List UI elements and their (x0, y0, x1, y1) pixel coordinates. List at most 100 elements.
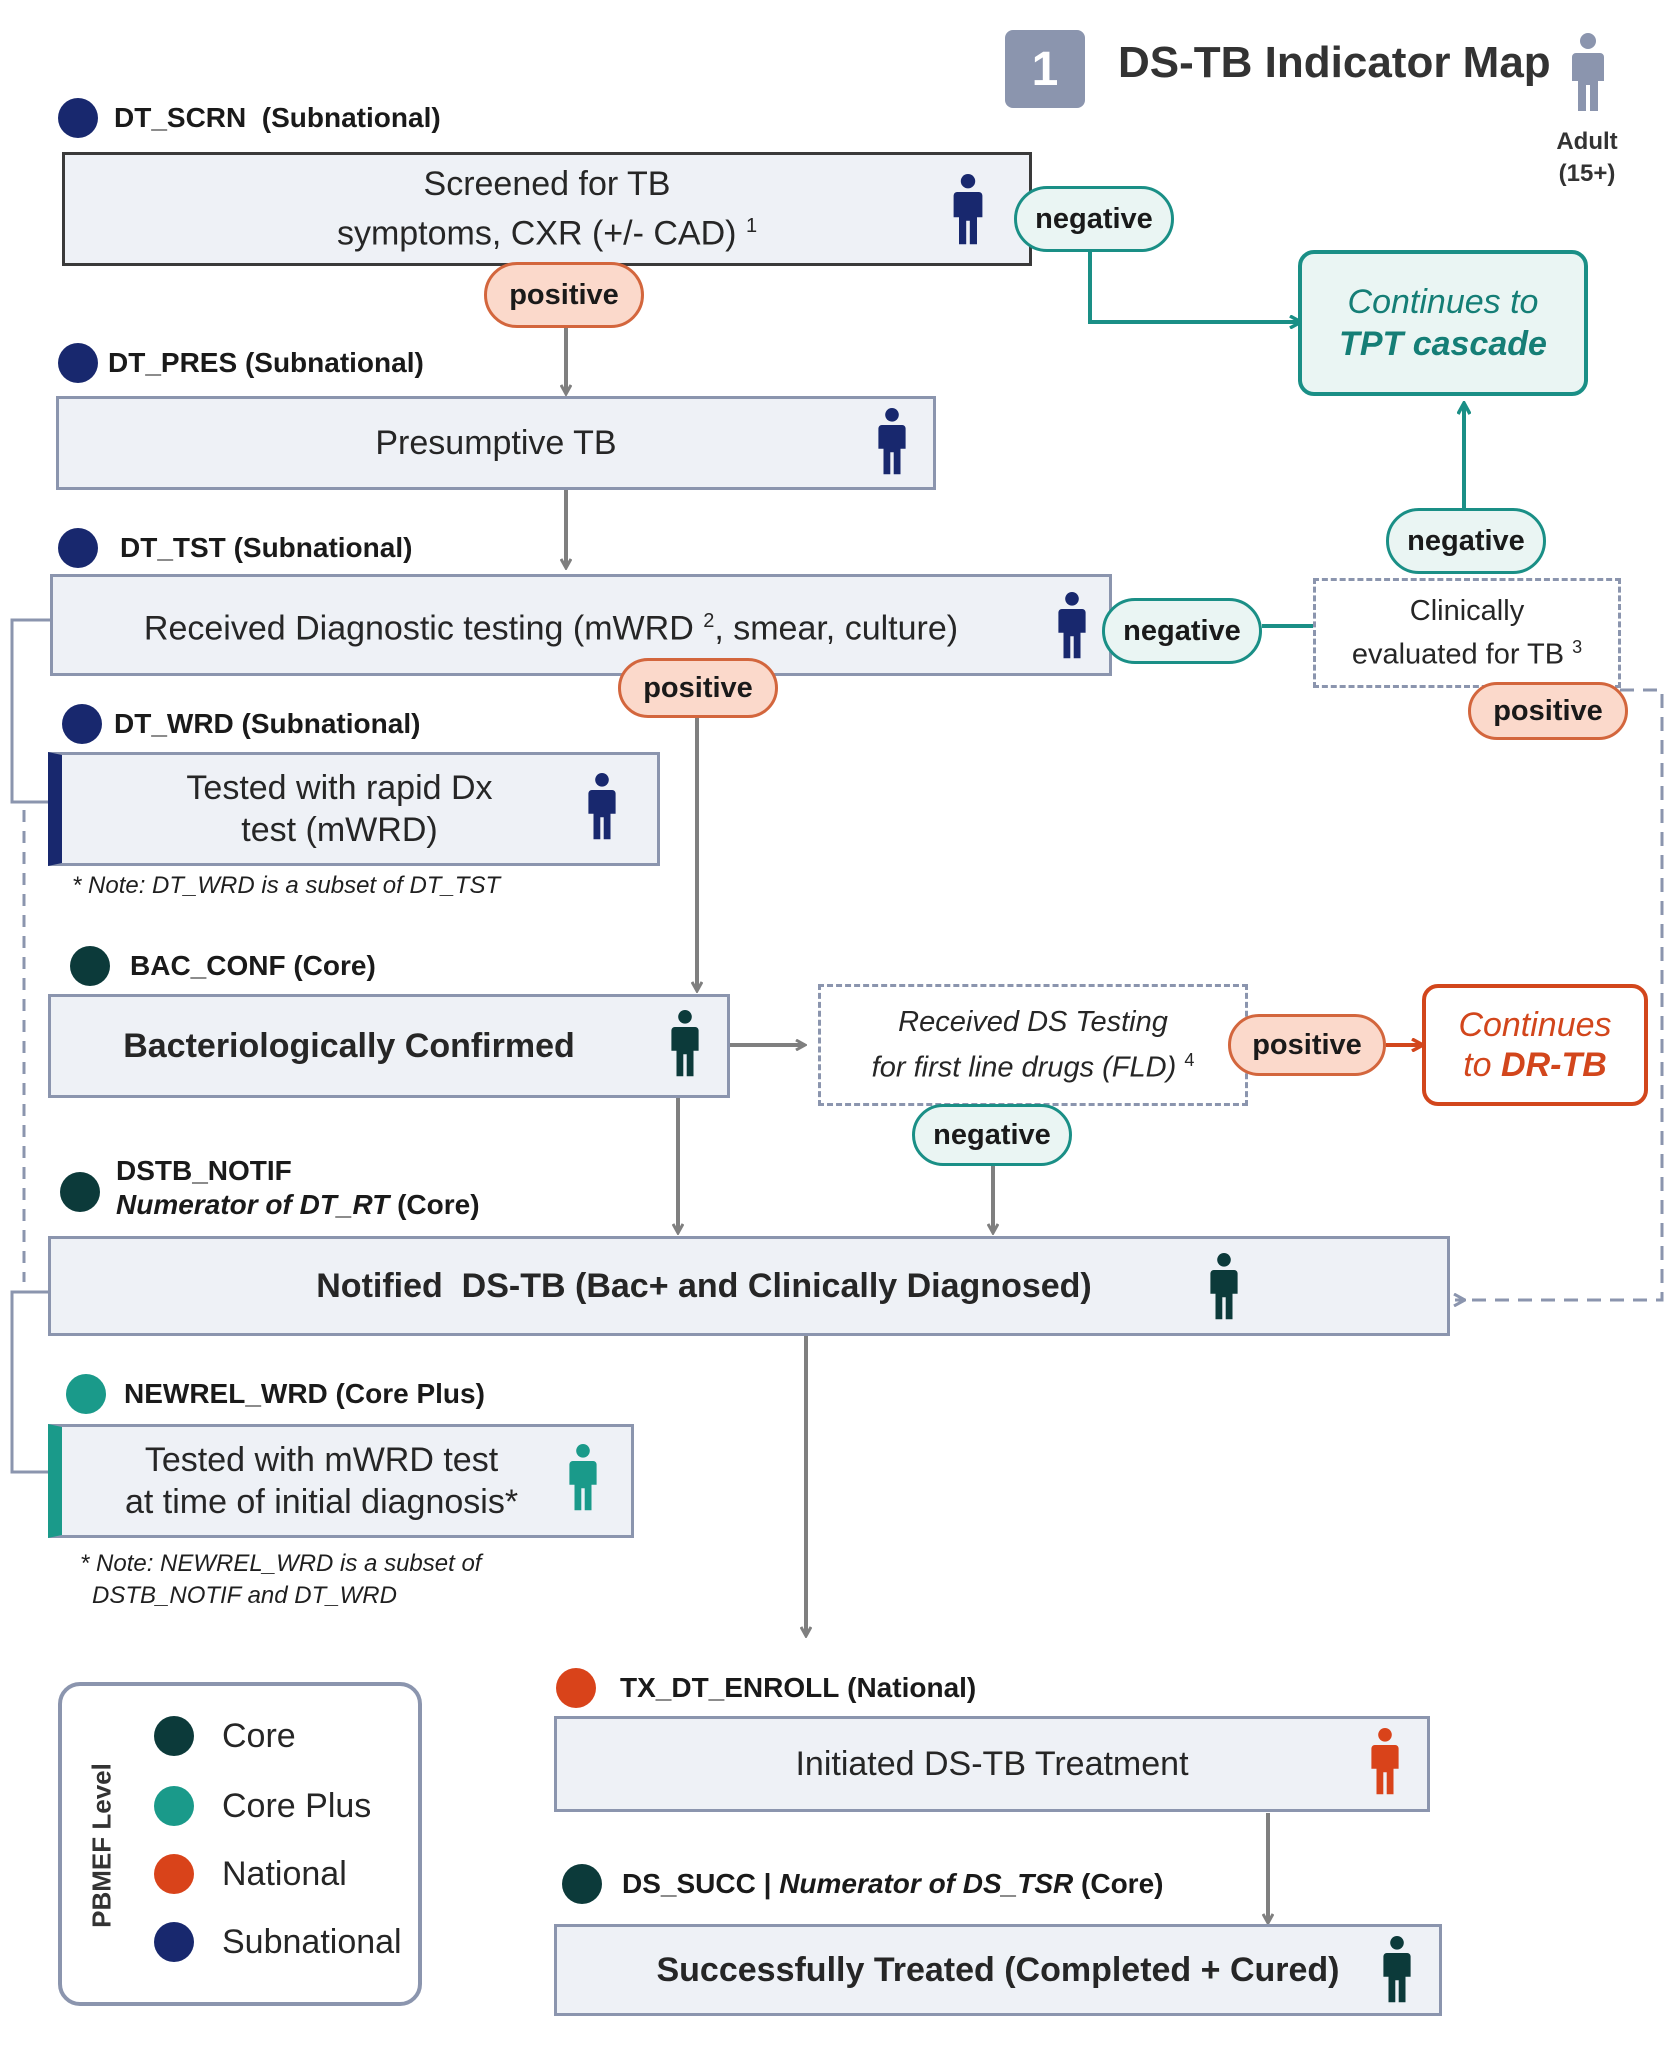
core-plus-dot-icon (66, 1374, 106, 1414)
legend-label: Core Plus (222, 1786, 372, 1825)
legend-title: PBMEF Level (86, 1763, 117, 1928)
subnational-dot-icon (58, 343, 98, 383)
drtb-line1: Continues (1458, 1006, 1612, 1044)
indicator-code: DT_WRD (114, 708, 234, 739)
box-notified-text: Notified DS-TB (Bac+ and Clinically Diag… (316, 1267, 1092, 1305)
box-screened-text: Screened for TB symptoms, CXR (+/- CAD) … (337, 163, 757, 254)
header-badge-number: 1 (1031, 42, 1059, 96)
box-screened-line2: symptoms, CXR (+/- CAD) (336, 214, 737, 253)
box-tested-mwrd: Tested with mWRD test at time of initial… (48, 1424, 634, 1538)
box-initiated-text: Initiated DS-TB Treatment (795, 1745, 1189, 1783)
box-tested-rapid: Tested with rapid Dx test (mWRD) (48, 752, 660, 866)
bracket-tst-wrd (10, 618, 64, 804)
tpt-line2: TPT cascade (1339, 325, 1547, 363)
indicator-code: DT_SCRN (114, 102, 247, 133)
tested-rapid-line2: test (mWRD) (241, 811, 438, 849)
footnote-2: 2 (703, 610, 715, 633)
indicator-label-tx-dt-enroll: TX_DT_ENROLL (National) (556, 1668, 976, 1708)
pill-negative-tst: negative (1102, 598, 1262, 664)
subnational-dot-icon (154, 1922, 194, 1962)
indicator-label-bac-conf: BAC_CONF (Core) (70, 946, 376, 986)
core-person-icon (668, 1010, 702, 1083)
box-clinically-evaluated: Clinically evaluated for TB 3 (1313, 578, 1621, 688)
box-presumptive-text: Presumptive TB (375, 424, 617, 462)
adult-person-icon (1568, 33, 1608, 118)
indicator-code: DT_PRES (108, 347, 238, 378)
core-person-icon (1380, 1936, 1414, 2009)
legend-item-national: National (154, 1854, 347, 1894)
pill-negative-clinical: negative (1386, 508, 1546, 574)
footnote-3: 3 (1572, 637, 1583, 658)
core-person-icon (1207, 1253, 1241, 1326)
core-dot-icon (562, 1864, 602, 1904)
subnational-dot-icon (58, 98, 98, 138)
box-success-text: Successfully Treated (Completed + Cured) (656, 1951, 1340, 1989)
box-screened-line1: Screened for TB (423, 165, 671, 204)
national-dot-icon (556, 1668, 596, 1708)
box-continues-drtb: Continues to DR-TB (1422, 984, 1648, 1106)
indicator-code: DS_SUCC | (622, 1868, 772, 1899)
page-title: DS-TB Indicator Map (1118, 38, 1551, 87)
box-bac-confirmed: Bacteriologically Confirmed (48, 994, 730, 1098)
pill-positive-clinical: positive (1468, 682, 1628, 740)
legend-label: Subnational (222, 1922, 402, 1961)
drtb-line2b: DR-TB (1501, 1046, 1607, 1084)
drtb-line2a: to (1463, 1046, 1502, 1084)
bracket-notif-newrel (10, 1290, 50, 1474)
indicator-code: DSTB_NOTIF (116, 1155, 292, 1186)
pill-negative-ds: negative (912, 1104, 1072, 1166)
subnational-person-icon (585, 773, 619, 846)
indicator-sub: Numerator of DT_RT (116, 1189, 390, 1220)
legend-label: National (222, 1854, 347, 1893)
indicator-label-dstb-notif: DSTB_NOTIF Numerator of DT_RT (Core) (60, 1154, 480, 1222)
footnote-4: 4 (1184, 1050, 1195, 1071)
pill-positive-ds: positive (1228, 1014, 1386, 1076)
indicator-level: (Subnational) (241, 708, 421, 739)
indicator-level: (Subnational) (244, 347, 424, 378)
box-received-diagnostic: Received Diagnostic testing (mWRD 2, sme… (50, 574, 1112, 676)
legend-item-subnational: Subnational (154, 1922, 402, 1962)
box-successfully-treated: Successfully Treated (Completed + Cured) (554, 1924, 1442, 2016)
tpt-line1: Continues to (1347, 283, 1539, 321)
subnational-dot-icon (62, 704, 102, 744)
indicator-code: TX_DT_ENROLL (620, 1672, 840, 1703)
dashed-clinical-positive-path (1455, 688, 1664, 1300)
note-newrel-wrd: * Note: NEWREL_WRD is a subset of DSTB_N… (80, 1548, 481, 1612)
note-newrel-line2: DSTB_NOTIF and DT_WRD (92, 1582, 397, 1609)
indicator-label-dt-pres: DT_PRES (Subnational) (58, 343, 424, 383)
indicator-label-dt-scrn: DT_SCRN (Subnational) (58, 98, 441, 138)
box-bac-confirmed-text: Bacteriologically Confirmed (123, 1027, 575, 1065)
indicator-level: (Core) (1081, 1868, 1164, 1899)
pill-positive-tst: positive (618, 658, 778, 718)
indicator-level: (Core Plus) (335, 1378, 485, 1409)
box-notified: Notified DS-TB (Bac+ and Clinically Diag… (48, 1236, 1450, 1336)
national-person-icon (1368, 1728, 1402, 1801)
header-badge: 1 (1005, 30, 1085, 108)
indicator-label-newrel-wrd: NEWREL_WRD (Core Plus) (66, 1374, 485, 1414)
box-initiated-treatment: Initiated DS-TB Treatment (554, 1716, 1430, 1812)
box-received-diagnostic-text: Received Diagnostic testing (mWRD 2, sme… (144, 600, 958, 649)
box-ds-testing: Received DS Testing for first line drugs… (818, 984, 1248, 1106)
legend-label: Core (222, 1716, 296, 1755)
footnote-1: 1 (745, 215, 758, 238)
indicator-sub: Numerator of DS_TSR (779, 1868, 1074, 1899)
audience-line2: (15+) (1558, 160, 1616, 187)
core-plus-person-icon (566, 1444, 600, 1517)
ds-testing-line2: for first line drugs (FLD) (871, 1051, 1177, 1084)
tested-rapid-line1: Tested with rapid Dx (186, 769, 493, 807)
received-dx-part-a: Received Diagnostic testing (mWRD (143, 609, 694, 648)
pill-positive-screen: positive (484, 262, 644, 328)
tested-mwrd-line1: Tested with mWRD test (144, 1441, 499, 1479)
subnational-person-icon (875, 408, 909, 481)
tested-mwrd-line2: at time of initial diagnosis* (124, 1483, 519, 1521)
subnational-person-icon (1055, 592, 1089, 665)
indicator-level: (Subnational) (233, 532, 413, 563)
box-tested-mwrd-text: Tested with mWRD test at time of initial… (125, 1439, 518, 1523)
arrow-screen-negative-to-tpt (1088, 252, 1300, 322)
note-dt-wrd: * Note: DT_WRD is a subset of DT_TST (72, 872, 501, 899)
indicator-label-dt-wrd: DT_WRD (Subnational) (62, 704, 420, 744)
indicator-code: DT_TST (120, 532, 226, 563)
core-dot-icon (60, 1172, 100, 1212)
